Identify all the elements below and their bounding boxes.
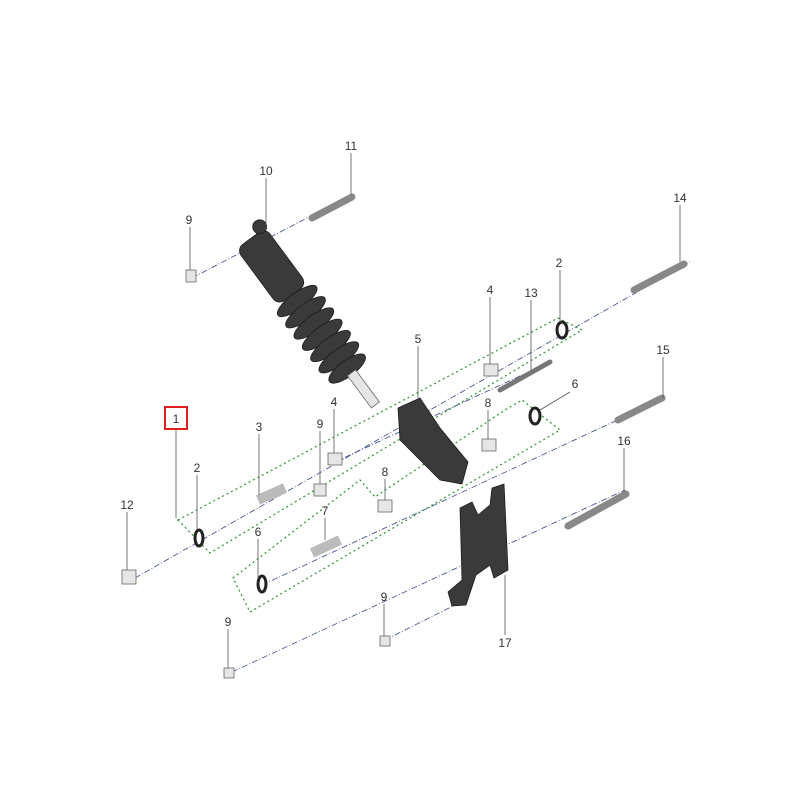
shock-top-eye <box>252 219 268 235</box>
washer-6-right <box>528 406 542 426</box>
callout-13[interactable]: 13 <box>524 286 538 300</box>
callout-8-right[interactable]: 8 <box>485 396 492 410</box>
callout-14[interactable]: 14 <box>673 191 687 205</box>
callout-2-right[interactable]: 2 <box>556 256 563 270</box>
rocker-arm <box>397 397 469 485</box>
callout-2-left[interactable]: 2 <box>194 461 201 475</box>
dogbone-link <box>447 483 509 607</box>
washer-2-right <box>555 320 569 340</box>
callout-11[interactable]: 11 <box>345 139 358 153</box>
bushing-8-left <box>377 499 393 513</box>
bushing-4-left <box>327 452 343 466</box>
group-outline-upper <box>176 317 584 554</box>
nut-9-bottom <box>223 667 235 679</box>
callout-1[interactable]: 1 <box>173 412 180 426</box>
callout-17[interactable]: 17 <box>498 636 512 650</box>
highlighted-callout-box <box>164 406 188 430</box>
callout-3[interactable]: 3 <box>256 420 263 434</box>
washer-2-left <box>193 528 205 548</box>
callout-9-bottom[interactable]: 9 <box>225 615 232 629</box>
callout-6-left[interactable]: 6 <box>255 525 262 539</box>
callout-12[interactable]: 12 <box>120 498 134 512</box>
nut-9-mid <box>313 483 327 497</box>
callout-16[interactable]: 16 <box>617 434 631 448</box>
callout-6-right[interactable]: 6 <box>572 377 579 391</box>
shock-spring <box>276 284 366 384</box>
bolt-13 <box>497 359 553 393</box>
callout-10[interactable]: 10 <box>259 164 273 178</box>
bushing-8-right <box>481 438 497 452</box>
axis-bottom <box>231 489 626 673</box>
callout-15[interactable]: 15 <box>656 343 670 357</box>
washer-6-left <box>256 574 268 594</box>
bushing-4-right <box>483 363 499 377</box>
axis-shock-top <box>191 192 356 279</box>
bolt-14 <box>630 260 688 294</box>
group-outline-lower <box>232 399 562 613</box>
axis-lower-link <box>261 397 666 586</box>
callout-7[interactable]: 7 <box>322 504 329 518</box>
bolts <box>255 193 688 558</box>
callout-9-mid[interactable]: 9 <box>317 417 324 431</box>
sleeve-7 <box>309 535 343 558</box>
callout-8-left[interactable]: 8 <box>382 465 389 479</box>
callout-9-top[interactable]: 9 <box>186 213 193 227</box>
axis-bushing <box>334 361 551 463</box>
callout-4-right[interactable]: 4 <box>487 283 494 297</box>
nut-9-top <box>185 269 197 283</box>
callout-5[interactable]: 5 <box>415 332 422 346</box>
bolt-16 <box>564 490 630 530</box>
sleeve-3 <box>255 483 288 505</box>
callout-labels: 10 11 9 14 2 4 13 5 15 6 4 8 9 3 16 2 8 … <box>120 139 687 650</box>
shock-absorber <box>239 219 380 409</box>
shock-rod <box>346 369 380 409</box>
nut-12 <box>121 569 137 585</box>
axis-link-bottom <box>384 599 466 641</box>
callout-9-link[interactable]: 9 <box>381 590 388 604</box>
bolt-15 <box>614 394 666 424</box>
nut-9-link <box>379 635 391 647</box>
leader-lines <box>126 153 681 668</box>
callout-4-left[interactable]: 4 <box>331 395 338 409</box>
bolt-11 <box>308 193 356 222</box>
